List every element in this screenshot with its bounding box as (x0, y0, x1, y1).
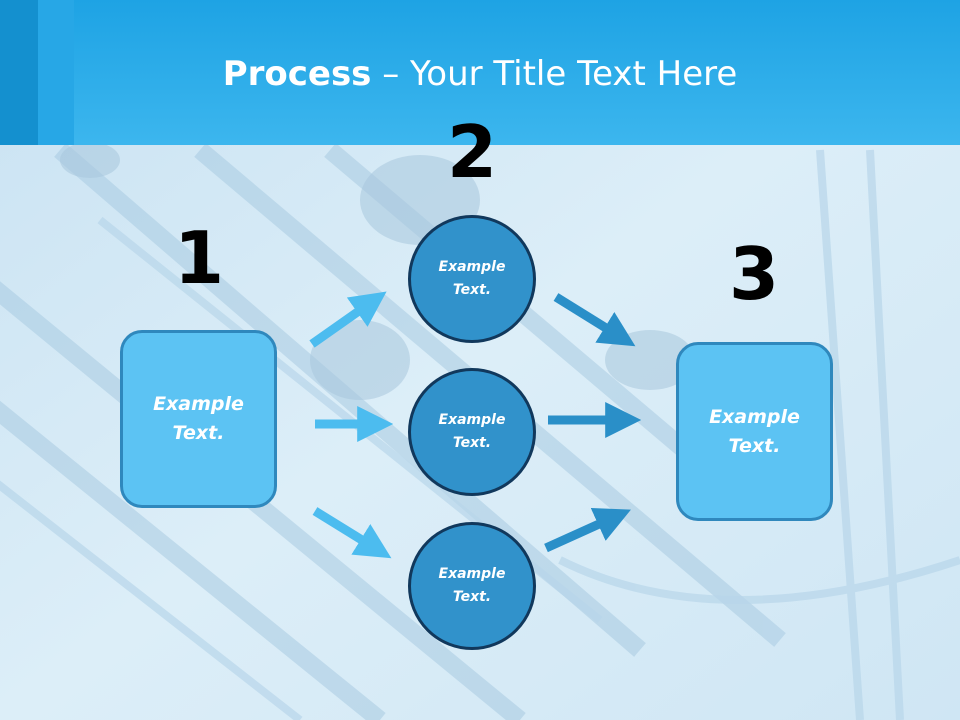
arrow-from-circle-top (553, 293, 636, 347)
title-bold: Process (222, 54, 372, 94)
arrow-to-circle-bottom (312, 507, 392, 559)
step-number-3: 3 (728, 232, 780, 316)
step-3-text: Example Text. (709, 405, 800, 457)
step-1-text: Example Text. (153, 393, 244, 444)
step-3-box: Example Text. (676, 342, 833, 521)
arrow-from-circle-bottom (544, 508, 631, 553)
step-number-2: 2 (446, 110, 498, 194)
circle-text: Example Text. (438, 259, 506, 298)
step-2-circle-bottom: Example Text. (408, 522, 536, 650)
circle-text: Example Text. (438, 566, 506, 605)
header-stripe (0, 0, 38, 145)
step-2-circle-top: Example Text. (408, 215, 536, 343)
header-stripe (38, 0, 74, 145)
step-number-1: 1 (173, 216, 225, 300)
step-1-box: Example Text. (120, 330, 277, 508)
circle-text: Example Text. (438, 412, 506, 451)
title-rest: – Your Title Text Here (371, 54, 738, 94)
header-bar (0, 0, 960, 145)
step-2-circle-middle: Example Text. (408, 368, 536, 496)
slide-title: Process – Your Title Text Here (0, 52, 960, 96)
arrow-to-circle-top (309, 291, 387, 348)
